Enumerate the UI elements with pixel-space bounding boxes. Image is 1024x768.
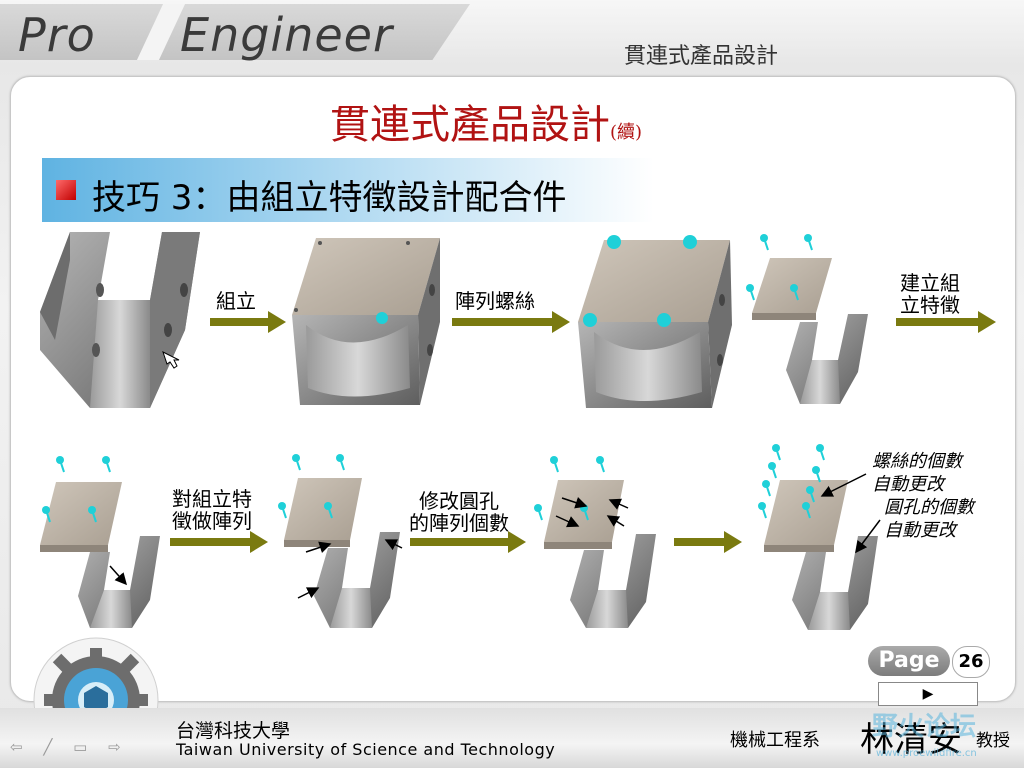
label-pattern-feature: 對組立特 徵做陣列 bbox=[172, 488, 252, 532]
row2-fig3 bbox=[534, 456, 656, 628]
slide-title-suffix: (續) bbox=[610, 122, 643, 143]
row2-fig1 bbox=[40, 456, 160, 628]
page-number: 26 bbox=[952, 646, 990, 678]
label-create-feature-line1: 建立組 bbox=[900, 271, 960, 295]
slide-subtitle: 技巧 3：由組立特徵設計配合件 bbox=[92, 178, 567, 218]
row1-arrows bbox=[210, 311, 996, 333]
u-bracket-part bbox=[40, 232, 200, 408]
slide-title-text: 貫連式產品設計 bbox=[330, 102, 610, 148]
subtitle-band bbox=[42, 158, 654, 222]
department-name: 機械工程系 bbox=[730, 730, 820, 751]
row2-fig2 bbox=[278, 454, 403, 628]
arrow-result bbox=[674, 531, 742, 553]
arrow-pattern-screws bbox=[452, 311, 570, 333]
arrow-create-feature bbox=[896, 311, 996, 333]
box-with-screws-part bbox=[578, 235, 732, 408]
logo-background bbox=[0, 4, 470, 60]
label-create-feature-line2: 立特徵 bbox=[900, 293, 960, 317]
assembled-box-part bbox=[292, 238, 440, 405]
slide-title: 貫連式產品設計(續) bbox=[330, 92, 642, 150]
note-hole-count: 圓孔的個數 自動更改 bbox=[884, 496, 974, 542]
professor-name: 林清安 bbox=[860, 720, 962, 760]
label-modify-holes-line1: 修改圓孔 bbox=[419, 489, 499, 513]
bullet-square-icon bbox=[56, 180, 76, 200]
label-pattern-screws: 陣列螺絲 bbox=[455, 289, 535, 313]
note-screw-count-line1: 螺絲的個數 bbox=[872, 451, 962, 472]
page-label: Page bbox=[868, 646, 950, 676]
footer-band bbox=[0, 708, 1024, 768]
label-pattern-feature-line2: 徵做陣列 bbox=[172, 509, 252, 533]
label-assemble: 組立 bbox=[216, 289, 256, 313]
note-hole-count-line2: 自動更改 bbox=[884, 520, 956, 541]
next-slide-button[interactable]: ▶ bbox=[878, 682, 978, 706]
arrow-pattern-feature bbox=[170, 531, 268, 553]
note-screw-count-line2: 自動更改 bbox=[872, 474, 944, 495]
hand-cursor-icon bbox=[162, 351, 180, 369]
logo-engineer-text: Engineer bbox=[180, 8, 393, 62]
arrow-assemble bbox=[210, 311, 286, 333]
note-hole-count-line1: 圓孔的個數 bbox=[884, 497, 974, 518]
university-name-en: Taiwan University of Science and Technol… bbox=[176, 740, 556, 759]
slide-nav-icons[interactable]: ⇦ ╱ ▭ ⇨ bbox=[10, 738, 129, 756]
row2-fig4 bbox=[758, 444, 881, 630]
exploded-assembly-part bbox=[746, 234, 868, 404]
university-name-cn: 台灣科技大學 bbox=[176, 720, 291, 742]
label-create-feature: 建立組 立特徵 bbox=[900, 272, 960, 316]
note-screw-count: 螺絲的個數 自動更改 bbox=[872, 450, 962, 496]
row2-arrows bbox=[170, 531, 742, 553]
watermark-text: 野火论坛 bbox=[872, 712, 977, 742]
professor-title: 教授 bbox=[976, 731, 1010, 751]
label-modify-holes-line2: 的陣列個數 bbox=[409, 511, 509, 535]
watermark-url: www.proewildfire.cn bbox=[876, 748, 977, 759]
header-section-title: 貫連式產品設計 bbox=[624, 44, 779, 69]
arrow-modify-holes bbox=[410, 531, 526, 553]
logo-pro-text: Pro bbox=[18, 8, 96, 62]
label-pattern-feature-line1: 對組立特 bbox=[172, 487, 252, 511]
label-modify-holes: 修改圓孔 的陣列個數 bbox=[404, 490, 514, 534]
